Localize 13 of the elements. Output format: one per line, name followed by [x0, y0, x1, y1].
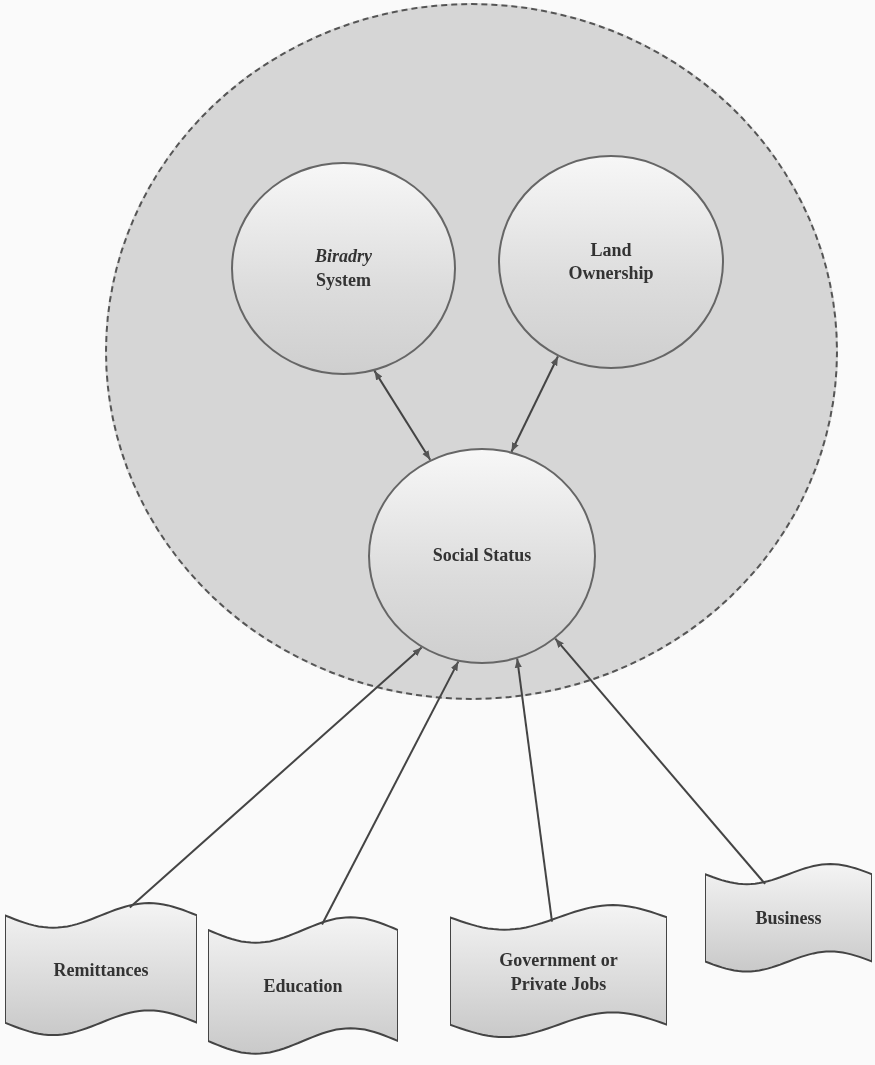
node-label: Business [755, 907, 822, 931]
arrow [128, 646, 423, 909]
arrow [554, 637, 767, 885]
node-label: Education [263, 975, 343, 999]
arrow [321, 660, 460, 926]
node-label: Biradry System [314, 245, 373, 292]
arrow [514, 657, 553, 923]
node-label: Social Status [432, 544, 532, 568]
node-label: Land Ownership [567, 238, 655, 285]
arrow [373, 369, 432, 461]
node-label: Remittances [53, 958, 149, 982]
arrow [510, 355, 559, 453]
node-label: Government or Private Jobs [498, 949, 619, 996]
